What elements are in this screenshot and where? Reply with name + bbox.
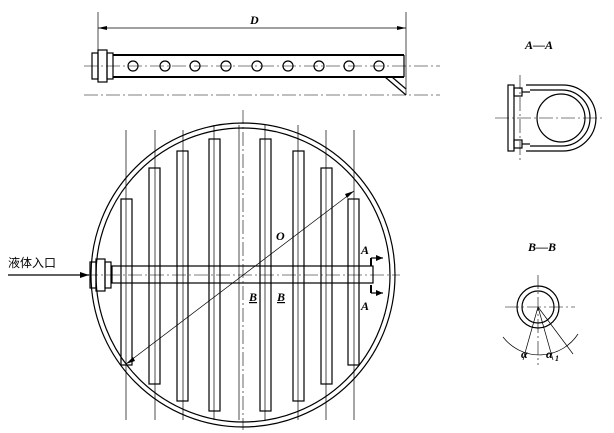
aa-pipe [536,93,586,143]
inlet-flange-right [104,261,112,289]
hole [189,60,201,72]
bracket-diagonal [384,76,407,96]
dimension-d-label: D [249,13,259,27]
hole [159,60,171,72]
hole [373,60,385,72]
angle-alpha-label: α [521,347,528,361]
branch-pipes [120,138,360,412]
branch-pipe [176,150,189,402]
diameter-arrow-end [345,191,354,198]
dim-arrow-left [98,26,107,30]
bb-ray-left [522,306,539,361]
hole [343,60,355,72]
dim-arrow-right [397,26,406,30]
header-pipe [111,265,374,284]
elevation-view: D [84,12,440,96]
bb-pipe-inner [521,290,555,324]
aa-bolt-top [513,87,523,97]
aa-bolt-bottom [513,139,523,149]
hole [251,60,263,72]
cut-a-bottom-label: A [360,299,369,313]
branch-pipe [292,150,305,402]
hole [220,60,232,72]
pipe-holes [127,60,385,72]
liquid-inlet-label: 液体入口 [8,255,56,270]
hole [127,60,139,72]
aa-u-clamp-outer [526,84,597,152]
bb-ray-far-right [537,306,574,355]
hole [282,60,294,72]
cut-a-top-label: A [360,243,369,257]
bb-angle-arc [502,333,579,356]
bb-pipe-outer [516,285,560,329]
aa-u-clamp-inner [530,89,591,147]
inlet-arrow-head [80,272,89,278]
bb-ray-right [537,306,554,361]
section-aa-title: A—A [524,38,553,52]
hole [313,60,325,72]
aa-plate [507,84,515,152]
branch-pipe [320,167,333,385]
cut-b-left-label: B [248,290,257,304]
angle-alpha1-label: α [546,347,553,361]
branch-pipe [148,167,161,385]
bracket-inner [391,76,407,90]
section-bb: B—B α α 1 [502,240,579,365]
center-o-label: O [276,229,285,243]
diameter-arrow-start [126,357,135,364]
cut-b-right-label: B [276,290,285,304]
section-bb-title: B—B [527,240,556,254]
branch-pipe [347,198,360,366]
section-aa: A—A [495,38,605,160]
branch-pipe [120,198,133,366]
diameter-line [125,190,355,365]
plan-view: 液体入口 O A A B B [8,110,400,430]
angle-alpha1-subscript: 1 [555,354,559,363]
